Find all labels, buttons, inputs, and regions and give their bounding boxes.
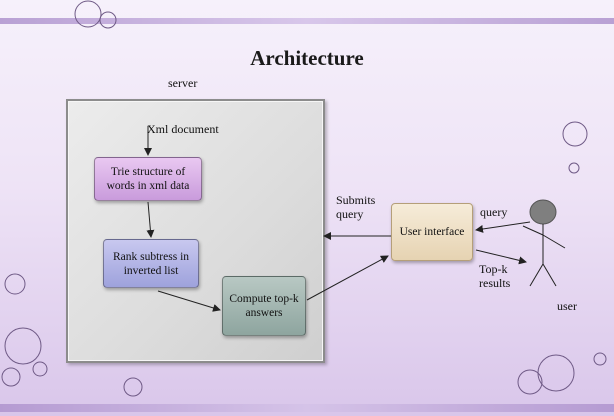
user-label: user (557, 299, 577, 313)
bottom-decorative-band (0, 404, 614, 412)
submits-query-label: Submits query (336, 193, 376, 221)
arrow-topk-to-ui (306, 255, 389, 301)
rank-subtrees-node: Rank subtress in inverted list (103, 239, 199, 288)
topk-results-label: Top-k results (479, 262, 511, 290)
query-label: query (480, 205, 508, 219)
user-head (529, 199, 557, 225)
user-stick-figure (522, 199, 566, 287)
user-interface-node: User interface (391, 203, 473, 261)
slide-title: Architecture (250, 46, 364, 70)
arrow-trie-to-rank (146, 201, 155, 238)
trie-structure-node: Trie structure of words in xml data (94, 157, 202, 201)
arrow-user-query (475, 221, 531, 233)
xml-document-label: Xml document (147, 122, 219, 136)
top-decorative-band (0, 18, 614, 24)
server-label: server (168, 76, 198, 90)
arrow-topk-results (475, 249, 527, 265)
compute-topk-node: Compute top-k answers (222, 276, 306, 336)
decorative-circles (1, 0, 607, 397)
arrow-rank-to-topk (157, 290, 221, 312)
